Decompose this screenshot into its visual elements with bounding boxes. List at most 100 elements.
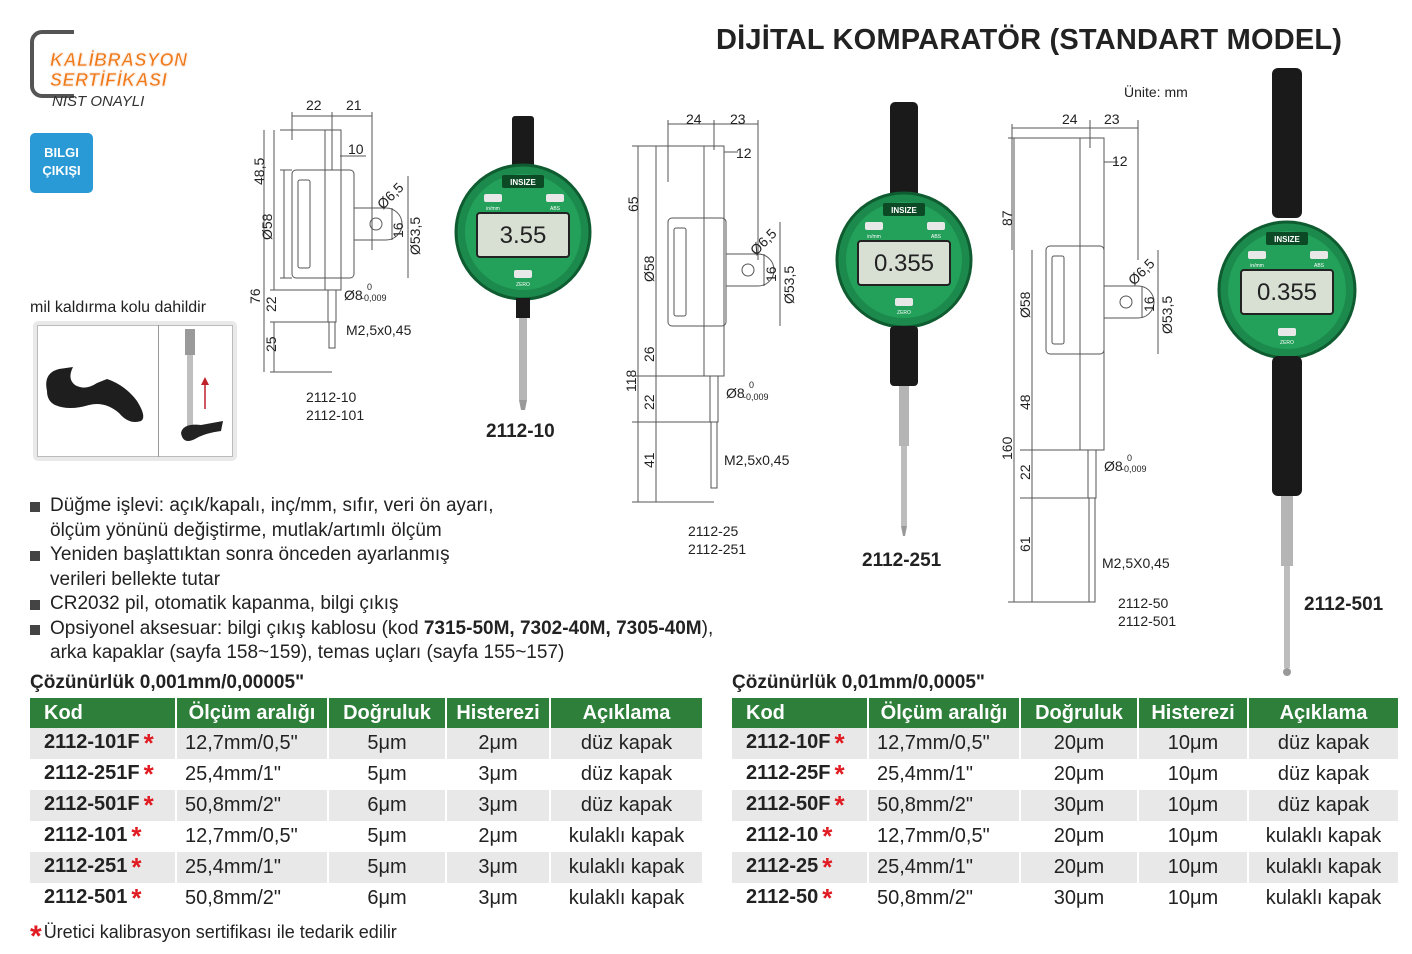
logo-line2: SERTİFİKASI	[50, 70, 168, 91]
product-code: 2112-10	[746, 824, 819, 846]
table-cell: düz kapak	[1277, 732, 1370, 754]
table-cell: 10μm	[1167, 732, 1219, 754]
footnote-text: Üretici kalibrasyon sertifikası ile teda…	[43, 922, 397, 942]
dim-1-dface: Ø58	[259, 213, 275, 240]
table-cell: 25,4mm/1"	[867, 852, 1020, 883]
dim-1-top: 10	[348, 141, 364, 157]
table-cell: kulaklı kapak	[1247, 883, 1398, 914]
btn-left-label-2: in/mm	[867, 234, 881, 240]
feature-item: Opsiyonel aksesuar: bilgi çıkış kablosu …	[30, 617, 820, 666]
column-header: Doğruluk	[327, 698, 446, 728]
dim-2-w2: 23	[730, 111, 746, 127]
table-cell: kulaklı kapak	[1265, 825, 1382, 847]
table-cell: düz kapak	[1277, 794, 1370, 816]
table-cell: 10μm	[1137, 728, 1248, 759]
product-label-2112-501: 2112-501	[1304, 594, 1384, 615]
data-output-badge: BILGI ÇIKIŞI	[30, 133, 93, 193]
table-cell: düz kapak	[1247, 790, 1398, 821]
dim-2-h1: 65	[625, 196, 641, 212]
dim-3-dbody: Ø53,5	[1159, 296, 1175, 334]
table-cell: 30μm	[1053, 794, 1105, 816]
product-code-cell: 2112-101*	[30, 821, 176, 852]
table-cell: 5μm	[327, 821, 446, 852]
btn-left-label-3: in/mm	[1250, 263, 1264, 269]
tol-3-lower: -0,009	[1121, 464, 1147, 474]
footnote: *Üretici kalibrasyon sertifikası ile ted…	[30, 920, 397, 954]
table-cell: 25,4mm/1"	[185, 856, 282, 878]
table-cell: 10μm	[1137, 883, 1248, 914]
table-cell: 2μm	[478, 825, 518, 847]
calibration-star: *	[834, 728, 845, 758]
column-header: Ölçüm aralığı	[867, 698, 1020, 728]
table-cell: 10μm	[1137, 759, 1248, 790]
calibration-star: *	[143, 790, 154, 820]
column-header: Açıklama	[549, 698, 702, 728]
resolution-title-left: Çözünürlük 0,001mm/0,00005"	[30, 672, 305, 693]
unit-label: Ünite: mm	[1124, 84, 1188, 100]
tol-1-upper: 0	[367, 282, 372, 292]
table-cell: 6μm	[327, 790, 446, 821]
table-cell: 10μm	[1137, 790, 1248, 821]
table-cell: 20μm	[1019, 852, 1138, 883]
brand-text-1: INSIZE	[510, 178, 536, 187]
lever-photo	[46, 329, 223, 441]
table-cell: düz kapak	[1277, 763, 1370, 785]
dim-1-w1: 22	[306, 97, 322, 113]
table-cell: 20μm	[1019, 759, 1138, 790]
table-cell: 30μm	[1019, 790, 1138, 821]
btn-right-label-2: ABS	[931, 234, 942, 240]
table-cell: 6μm	[367, 887, 407, 909]
lever-label: mil kaldırma kolu dahildir	[30, 299, 207, 316]
table-cell: düz kapak	[580, 794, 673, 816]
calibration-certificate-logo: KALİBRASYON SERTİFİKASI NIST ONAYLI	[30, 30, 220, 114]
dim-3-thread: M2,5X0,45	[1102, 555, 1170, 571]
btn-bottom-label-3: ZERO	[1280, 340, 1294, 346]
dim-3-lug: 16	[1141, 296, 1157, 312]
table-cell: 50,8mm/2"	[877, 887, 974, 909]
calibration-star: *	[834, 759, 845, 789]
brand-text-2: INSIZE	[891, 206, 917, 215]
table-cell: 6μm	[327, 883, 446, 914]
table-cell: 50,8mm/2"	[867, 790, 1020, 821]
dim-2-dface: Ø58	[641, 255, 657, 282]
dim-2-dhole: Ø6,5	[747, 225, 780, 258]
table-cell: 10μm	[1167, 794, 1219, 816]
table-cell: 20μm	[1019, 821, 1138, 852]
table-cell: 10μm	[1137, 821, 1248, 852]
table-cell: kulaklı kapak	[549, 852, 702, 883]
lever-image	[33, 321, 237, 461]
dim-3-w2: 23	[1104, 111, 1120, 127]
product-code: 2112-251F	[44, 762, 140, 784]
table-cell: 5μm	[327, 759, 446, 790]
dim-3-stem: Ø8	[1104, 458, 1123, 474]
table-cell: 5μm	[367, 856, 407, 878]
dim-3-h5: 61	[1017, 536, 1033, 552]
table-cell: 50,8mm/2"	[185, 794, 282, 816]
drawing-2-model-a: 2112-25	[688, 523, 739, 539]
dim-2-h4: 22	[641, 394, 657, 410]
calibration-star: *	[131, 883, 142, 913]
product-code-cell: 2112-50F*	[732, 790, 868, 821]
table-cell: 2μm	[445, 728, 550, 759]
dim-1-dbody: Ø53,5	[407, 217, 423, 255]
dim-3-h1: 87	[999, 210, 1015, 226]
product-code: 2112-50	[746, 886, 819, 908]
table-cell: 25,4mm/1"	[175, 759, 328, 790]
feature-item: Yeniden başlattıktan sonra önceden ayarl…	[30, 543, 820, 592]
brand-text-3: INSIZE	[1274, 235, 1300, 244]
product-code: 2112-50F	[746, 793, 831, 815]
dim-2-stem: Ø8	[726, 385, 745, 401]
product-code-cell: 2112-25F*	[732, 759, 868, 790]
product-code-cell: 2112-251F*	[30, 759, 176, 790]
table-cell: 10μm	[1167, 856, 1219, 878]
drawing-3-model-b: 2112-501	[1118, 613, 1176, 629]
dim-1-h1: 48,5	[251, 158, 267, 185]
badge-line1: BILGI	[44, 145, 79, 160]
table-cell: 25,4mm/1"	[867, 759, 1020, 790]
calibration-star: *	[834, 790, 845, 820]
